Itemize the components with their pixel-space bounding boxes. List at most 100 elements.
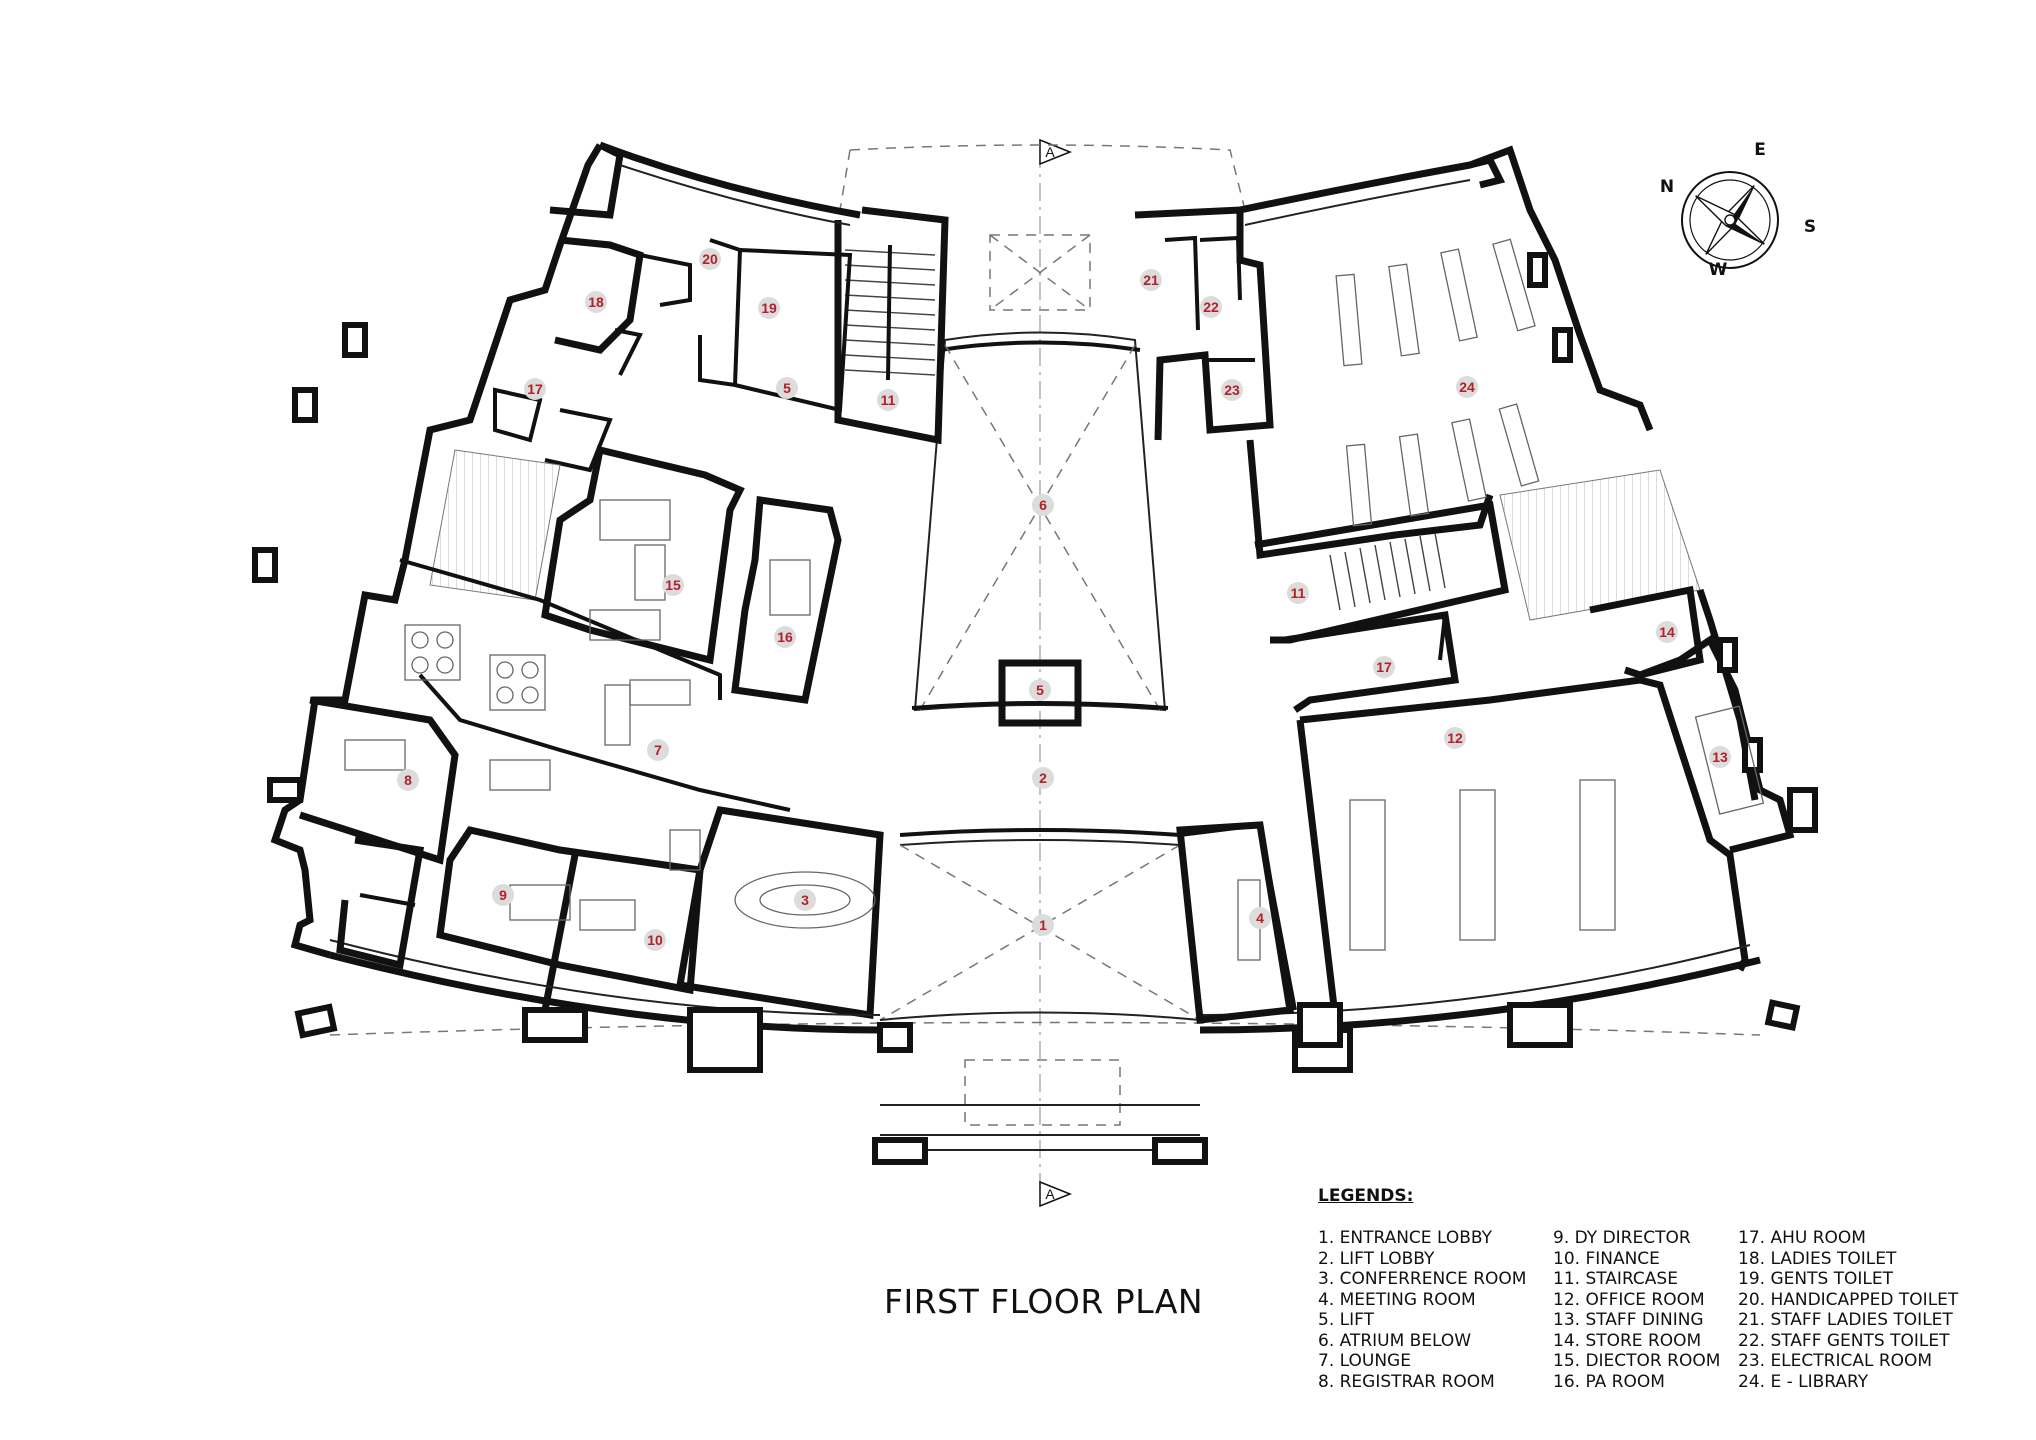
legend-item: 19. GENTS TOILET: [1738, 1269, 1894, 1289]
legend-item: 21. STAFF LADIES TOILET: [1738, 1310, 1953, 1330]
legend-item: 7. LOUNGE: [1318, 1351, 1411, 1371]
svg-text:6: 6: [1039, 497, 1047, 513]
legend-item: 22. STAFF GENTS TOILET: [1738, 1330, 1950, 1351]
room-label-19: 19: [758, 297, 780, 319]
svg-text:11: 11: [881, 392, 896, 408]
room-label-20: 20: [699, 248, 721, 270]
legend-item: 2. LIFT LOBBY: [1318, 1248, 1435, 1269]
room-labels: 1 2 3 4 5 6 7 8 9 10 11 11 12 13 14 15 1…: [397, 248, 1731, 951]
legend-item: 13. STAFF DINING: [1553, 1310, 1704, 1330]
legend-column-1: 1. ENTRANCE LOBBY 2. LIFT LOBBY 3. CONFE…: [1318, 1228, 1526, 1392]
legend-heading: LEGENDS:: [1318, 1186, 1414, 1206]
room-label-6: 6: [1032, 494, 1054, 516]
legend-item: 11. STAIRCASE: [1553, 1269, 1678, 1289]
room-label-9: 9: [492, 884, 514, 906]
legend-item: 3. CONFERRENCE ROOM: [1318, 1269, 1527, 1289]
svg-text:1: 1: [1039, 917, 1047, 933]
svg-text:5: 5: [1036, 682, 1044, 698]
svg-text:3: 3: [801, 892, 809, 908]
room-label-15: 15: [662, 574, 684, 596]
svg-text:23: 23: [1224, 382, 1240, 398]
lift-lobby-edge: [911, 701, 1169, 710]
room-label-17-left: 17: [524, 378, 546, 400]
top-canopy-outline: [839, 144, 1246, 211]
svg-text:S: S: [1804, 217, 1816, 237]
legend-item: 18. LADIES TOILET: [1738, 1248, 1897, 1269]
room-label-24: 24: [1456, 376, 1478, 398]
svg-text:22: 22: [1203, 299, 1219, 315]
svg-text:20: 20: [702, 251, 718, 267]
room-label-8: 8: [397, 769, 419, 791]
room-label-10: 10: [644, 929, 666, 951]
legend-item: 14. STORE ROOM: [1553, 1330, 1702, 1351]
room-label-5-small: 5: [776, 377, 798, 399]
room-label-14: 14: [1656, 621, 1678, 643]
room-label-4: 4: [1249, 907, 1271, 929]
legend-item: 20. HANDICAPPED TOILET: [1738, 1289, 1959, 1310]
legend-item: 24. E - LIBRARY: [1738, 1371, 1869, 1392]
svg-text:17: 17: [1376, 659, 1392, 675]
svg-text:10: 10: [647, 932, 663, 948]
legend-item: 4. MEETING ROOM: [1318, 1289, 1476, 1310]
legend-item: 15. DIECTOR ROOM: [1553, 1351, 1721, 1371]
room-label-7: 7: [647, 739, 669, 761]
svg-text:N: N: [1660, 177, 1674, 197]
section-marker-bottom: A: [1039, 1180, 1073, 1208]
svg-text:14: 14: [1659, 624, 1675, 640]
room-label-12: 12: [1444, 727, 1466, 749]
svg-text:17: 17: [527, 381, 543, 397]
svg-text:5: 5: [783, 380, 791, 396]
legend-column-2: 9. DY DIRECTOR 10. FINANCE 11. STAIRCASE…: [1553, 1228, 1720, 1392]
room-label-3: 3: [794, 889, 816, 911]
room-label-23: 23: [1221, 379, 1243, 401]
legend-column-3: 17. AHU ROOM 18. LADIES TOILET 19. GENTS…: [1738, 1228, 1958, 1392]
svg-text:A: A: [1045, 144, 1055, 160]
svg-text:16: 16: [777, 629, 793, 645]
legend-item: 23. ELECTRICAL ROOM: [1738, 1351, 1933, 1371]
legend-item: 6. ATRIUM BELOW: [1318, 1330, 1472, 1351]
svg-text:18: 18: [588, 294, 604, 310]
room-label-13: 13: [1709, 746, 1731, 768]
atrium-below: [913, 234, 1167, 712]
right-wing-furniture: [1237, 238, 1765, 961]
svg-text:E: E: [1754, 140, 1766, 160]
svg-text:W: W: [1709, 260, 1728, 280]
svg-text:24: 24: [1459, 379, 1475, 395]
svg-text:15: 15: [665, 577, 681, 593]
staircase-top: [834, 206, 949, 445]
legend-item: 8. REGISTRAR ROOM: [1318, 1371, 1495, 1392]
entrance-lobby: [872, 828, 1208, 1165]
room-label-16: 16: [774, 626, 796, 648]
svg-text:A: A: [1045, 1186, 1055, 1202]
legend-item: 12. OFFICE ROOM: [1553, 1289, 1705, 1310]
left-wing-furniture: [344, 499, 876, 931]
svg-text:13: 13: [1712, 749, 1728, 765]
lift-shaft: [998, 659, 1082, 727]
legend-item: 10. FINANCE: [1553, 1248, 1660, 1269]
svg-text:7: 7: [654, 742, 662, 758]
legend-item: 17. AHU ROOM: [1738, 1228, 1866, 1248]
legend-item: 1. ENTRANCE LOBBY: [1318, 1228, 1492, 1248]
svg-text:11: 11: [1291, 585, 1306, 601]
room-label-17-right: 17: [1373, 656, 1395, 678]
room-label-11-left: 11: [877, 389, 899, 411]
room-label-22: 22: [1200, 296, 1222, 318]
svg-text:4: 4: [1256, 910, 1264, 926]
plan-title: FIRST FLOOR PLAN: [884, 1282, 1204, 1321]
left-wing-walls: [252, 141, 913, 1073]
svg-text:21: 21: [1143, 272, 1159, 288]
north-compass: N E S W: [1640, 130, 1820, 310]
legend-item: 5. LIFT: [1318, 1310, 1374, 1330]
room-label-2: 2: [1032, 767, 1054, 789]
room-label-18: 18: [585, 291, 607, 313]
svg-text:8: 8: [404, 772, 412, 788]
room-label-21: 21: [1140, 269, 1162, 291]
section-marker-top: A: [1039, 138, 1073, 166]
room-label-5-lift: 5: [1029, 679, 1051, 701]
svg-text:19: 19: [761, 300, 777, 316]
svg-text:2: 2: [1039, 770, 1047, 786]
compass-rose-icon: N E S W: [1660, 140, 1816, 280]
room-label-11-right: 11: [1287, 582, 1309, 604]
svg-text:12: 12: [1447, 730, 1463, 746]
